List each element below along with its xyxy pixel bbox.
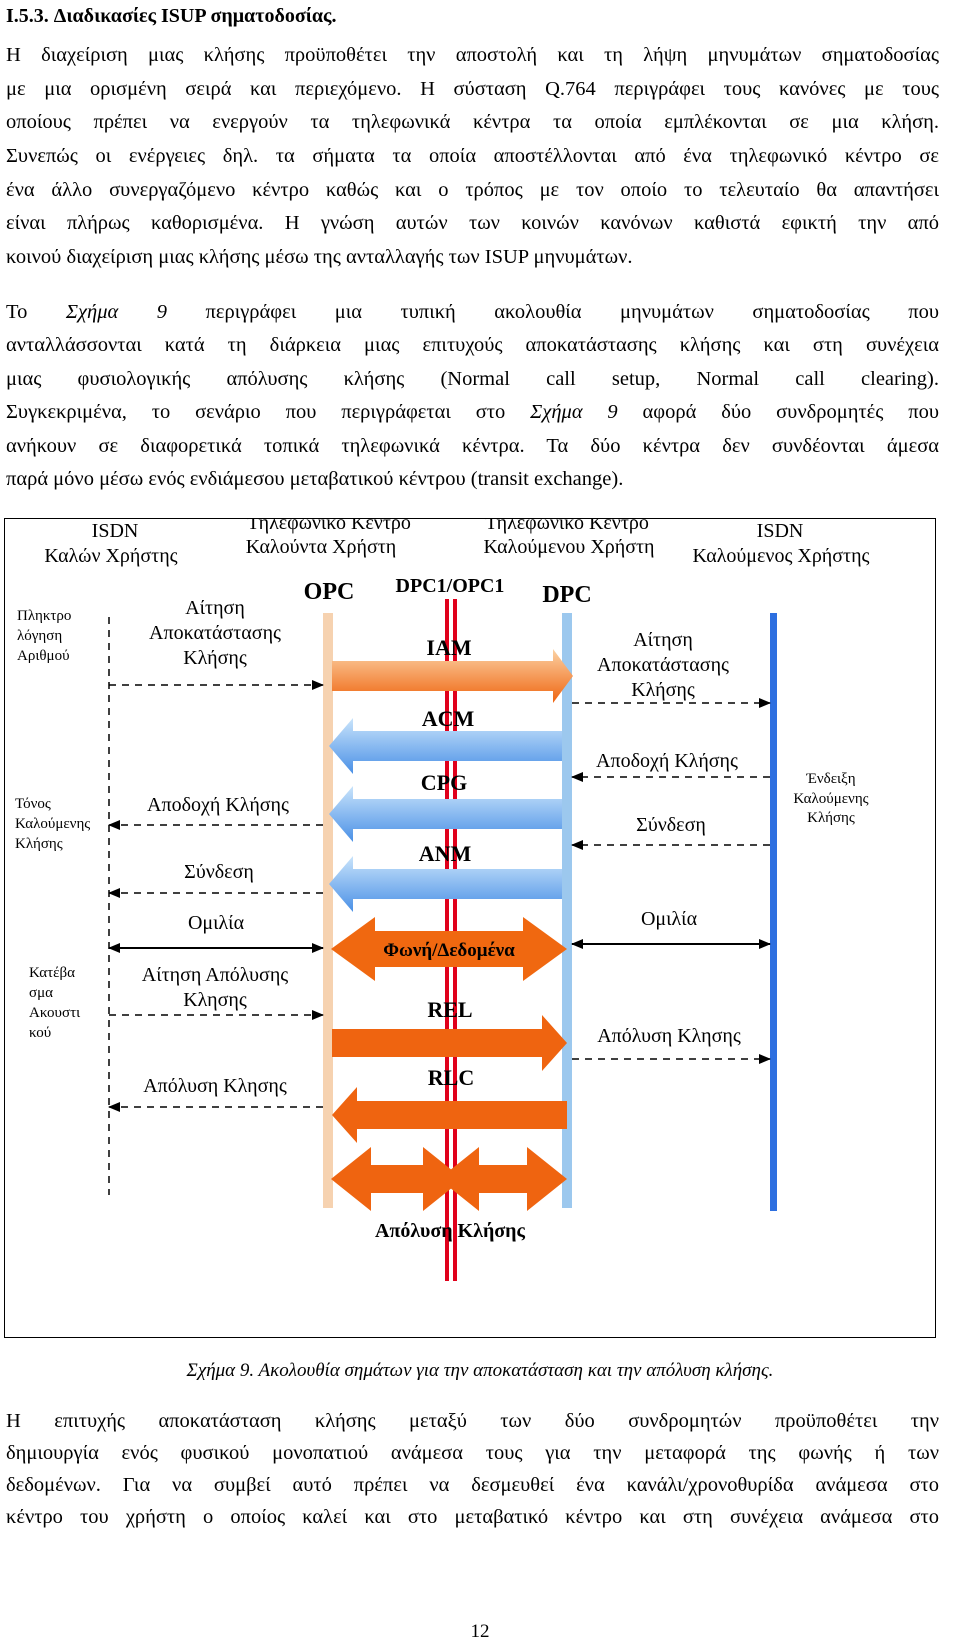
cpg-label: CPG xyxy=(421,770,467,795)
paragraph-2-line-5: ανήκουν σε διαφορετικά τοπικά τηλεφωνικά… xyxy=(6,435,939,457)
paragraph-1-line-5: ένα άλλο συνεργαζόμενο κέντρο καθώς και … xyxy=(6,179,939,201)
acm-arrow xyxy=(329,718,562,774)
paragraph-1-line-6: είναι πλήρως καθορισμένα. Η γνώση αυτών … xyxy=(6,212,939,234)
called-exchange-subtitle: Καλούμενου Χρήστη xyxy=(483,536,654,558)
figure-caption: Σχήμα 9. Ακολουθία σημάτων για την αποκα… xyxy=(186,1360,774,1381)
setup-request-right: Αίτηση xyxy=(633,629,693,651)
paragraph-2-text: περιγράφει μια τυπική ακολουθία μηνυμάτω… xyxy=(167,301,939,323)
connect-right: Σύνδεση xyxy=(636,814,706,836)
on-hook-note: Κατέβα xyxy=(29,965,75,981)
rlc-arrow xyxy=(332,1087,567,1143)
rel-label: REL xyxy=(427,997,472,1022)
paragraph-3-line-4: κέντρο του χρήστη ο οποίος καλεί και στο… xyxy=(6,1506,939,1528)
paragraph-2-line-3: μιας φυσιολογικής απόλυσης κλήσης (Norma… xyxy=(6,368,939,390)
call-release-label: Απόλυση Κλήσης xyxy=(375,1220,526,1242)
paragraph-2-line-2: ανταλλάσσονται κατά τη διάρκεια μιας επι… xyxy=(6,334,939,356)
on-hook-note: σμα xyxy=(29,985,53,1001)
setup-request-right: Κλήσης xyxy=(631,679,695,701)
iam-arrow xyxy=(332,649,573,703)
called-isdn-subtitle: Καλούμενος Χρήστης xyxy=(693,545,870,567)
page-number: 12 xyxy=(470,1621,490,1642)
called-isdn-title: ISDN xyxy=(757,520,804,542)
dpc-label: DPC xyxy=(542,582,591,608)
called-terminal-lifeline xyxy=(770,613,777,1211)
paragraph-2-line-6: παρά μόνο μέσω ενός ενδιάμεσου μεταβατικ… xyxy=(6,468,624,490)
paragraph-2-text: Το xyxy=(6,301,66,323)
final-release-arrow-right xyxy=(439,1147,567,1211)
sequence-diagram: ISDN Καλών Χρήστης Τηλεφωνικό Κέντρο Καλ… xyxy=(15,519,870,1281)
anm-label: ANM xyxy=(419,841,472,866)
voice-data-arrow xyxy=(331,917,567,981)
dpc1-opc1-label: DPC1/OPC1 xyxy=(396,575,505,597)
paragraph-1-line-2: με μια ορισμένη σειρά και περιεχόμενο. Η… xyxy=(6,78,939,100)
rel-arrow xyxy=(332,1015,567,1071)
signaling-sequence-figure: ISDN Καλών Χρήστης Τηλεφωνικό Κέντρο Καλ… xyxy=(4,518,936,1338)
paragraph-3-line-2: δημιουργία ενός φυσικού μονοπατιού ανάμε… xyxy=(6,1442,939,1464)
paragraph-1-line-4: Συνεπώς οι ενέργειες δηλ. τα σήματα τα ο… xyxy=(6,145,939,167)
opc-lifeline xyxy=(323,613,333,1208)
ringing-indication-note: Ένδειξη xyxy=(805,771,855,787)
paragraph-2-line-1: Το Σχήμα 9 περιγράφει μια τυπική ακολουθ… xyxy=(6,296,939,330)
paragraph-1-line-3: οποίους πρέπει να ενεργούν τα τηλεφωνικά… xyxy=(6,111,939,133)
caller-isdn-title: ISDN xyxy=(92,520,139,542)
ringing-indication-note: Κλήσης xyxy=(807,810,855,826)
on-hook-note: κού xyxy=(29,1025,51,1041)
setup-request-left: Κλήσης xyxy=(183,647,247,669)
keypad-note: Αριθμού xyxy=(17,648,70,664)
talk-right: Ομιλία xyxy=(641,908,698,930)
connect-left: Σύνδεση xyxy=(184,861,254,883)
paragraph-1-line-7: κοινού διαχείριση μιας κλήσης μέσω της α… xyxy=(6,246,633,268)
voice-data-label: Φωνή/Δεδομένα xyxy=(383,940,515,961)
paragraph-3-line-3: δεδομένων. Για να συμβεί αυτό πρέπει να … xyxy=(6,1474,939,1496)
section-heading: I.5.3. Διαδικασίες ISUP σηματοδοσίας. xyxy=(6,5,337,27)
dpc-lifeline xyxy=(562,613,572,1208)
ringback-tone-note: Κλήσης xyxy=(15,836,63,852)
rlc-label: RLC xyxy=(428,1065,474,1090)
release-request-left: Κλησης xyxy=(183,989,247,1011)
cpg-arrow xyxy=(329,786,562,842)
opc-label: OPC xyxy=(304,579,355,605)
release-left: Απόλυση Κλησης xyxy=(143,1075,287,1097)
called-exchange-title: Τηλεφωνικό Κέντρο xyxy=(485,519,649,534)
keypad-note: λόγηση xyxy=(17,628,62,644)
setup-request-left: Αίτηση xyxy=(185,597,245,619)
paragraph-2-text: αφορά δύο συνδρομητές που xyxy=(617,401,940,423)
figure-reference: Σχήμα 9 xyxy=(65,301,168,323)
figure-reference: Σχήμα 9 xyxy=(530,401,618,423)
ringback-tone-note: Καλούμενης xyxy=(15,816,90,832)
anm-arrow xyxy=(329,856,562,912)
talk-left: Ομιλία xyxy=(188,912,245,934)
setup-request-left: Αποκατάστασης xyxy=(149,622,281,644)
caller-exchange-title: Τηλεφωνικό Κέντρο xyxy=(247,519,411,534)
acm-label: ACM xyxy=(422,706,475,731)
paragraph-2-line-4: Συγκεκριμένα, το σενάριο που περιγράφετα… xyxy=(6,396,939,430)
call-accept-right: Αποδοχή Κλήσης xyxy=(596,750,738,772)
on-hook-note: Ακουστι xyxy=(29,1005,80,1021)
keypad-note: Πληκτρο xyxy=(17,608,71,624)
iam-label: IAM xyxy=(426,635,471,660)
paragraph-3-line-1: Η επιτυχής αποκατάσταση κλήσης μεταξύ τω… xyxy=(6,1410,939,1432)
ringback-tone-note: Τόνος xyxy=(15,796,51,812)
caller-isdn-subtitle: Καλών Χρήστης xyxy=(44,545,177,567)
paragraph-2-text: Συγκεκριμένα, το σενάριο που περιγράφετα… xyxy=(6,401,531,423)
final-release-arrow-left xyxy=(331,1147,463,1211)
release-request-left: Αίτηση Απόλυσης xyxy=(142,964,288,986)
paragraph-1-line-1: Η διαχείριση μιας κλήσης προϋποθέτει την… xyxy=(6,44,939,66)
release-right: Απόλυση Κλησης xyxy=(597,1025,741,1047)
call-accept-left: Αποδοχή Κλήσης xyxy=(147,794,289,816)
caller-exchange-subtitle: Καλούντα Χρήστη xyxy=(246,536,397,558)
ringing-indication-note: Καλούμενης xyxy=(793,791,868,807)
setup-request-right: Αποκατάστασης xyxy=(597,654,729,676)
